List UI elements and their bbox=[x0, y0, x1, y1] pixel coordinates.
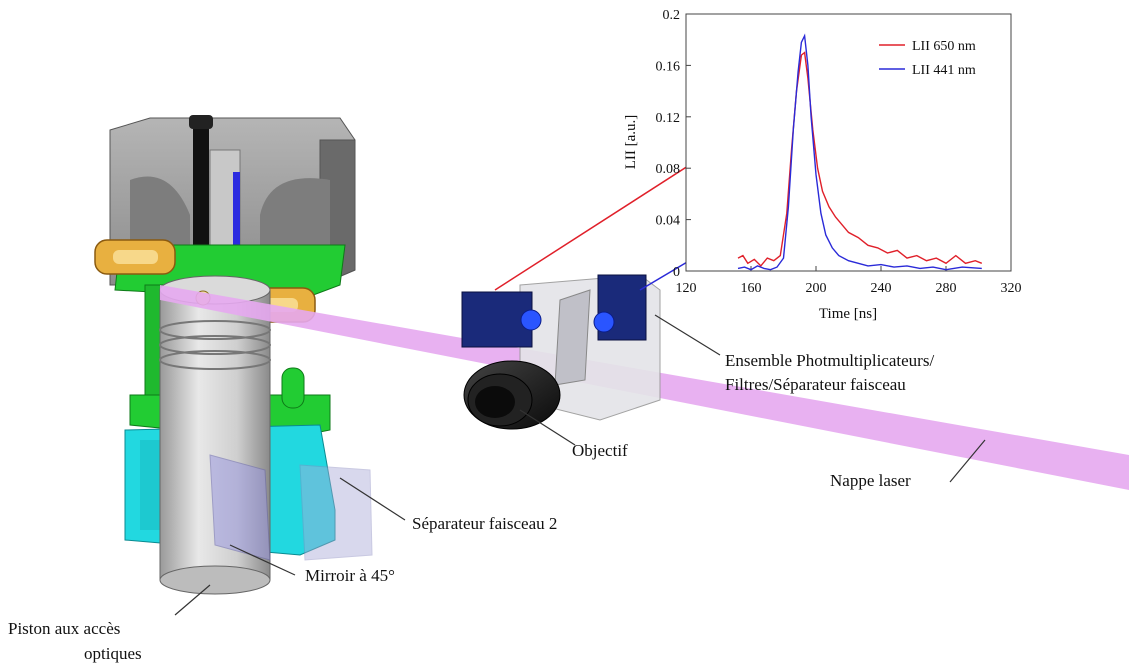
spark-plug bbox=[233, 172, 240, 257]
x-tick-label: 200 bbox=[806, 281, 827, 296]
x-tick-label: 160 bbox=[741, 281, 762, 296]
mirror-45 bbox=[209, 454, 271, 561]
x-tick-label: 120 bbox=[676, 281, 697, 296]
legend-label: LII 650 nm bbox=[912, 39, 976, 54]
chart-plot-area bbox=[685, 13, 1012, 272]
y-tick-label: 0.04 bbox=[656, 214, 681, 229]
series-line-441nm bbox=[737, 33, 982, 271]
clamp-left bbox=[94, 239, 176, 275]
label-miroir: Mirroir à 45° bbox=[305, 566, 395, 585]
objective-lens bbox=[463, 360, 561, 430]
label-piston-line1: Piston aux accès bbox=[8, 619, 121, 638]
legend-label: LII 441 nm bbox=[912, 63, 976, 78]
chart-x-label: Time [ns] bbox=[819, 306, 877, 322]
y-tick-label: 0 bbox=[673, 265, 680, 280]
y-tick-label: 0.2 bbox=[663, 8, 681, 23]
label-piston-line2: optiques bbox=[84, 644, 142, 663]
x-tick-label: 280 bbox=[936, 281, 957, 296]
label-separateur-2: Séparateur faisceau 2 bbox=[412, 514, 558, 533]
photomultiplier-left bbox=[461, 291, 533, 348]
engine-assembly bbox=[94, 115, 373, 595]
x-tick-label: 320 bbox=[1001, 281, 1022, 296]
label-objectif: Objectif bbox=[572, 441, 628, 460]
series-line-650nm bbox=[737, 51, 983, 267]
detector-assembly bbox=[461, 274, 661, 430]
beam-splitter-2 bbox=[299, 464, 373, 561]
chart-x-axis: 120 160 200 240 280 320 bbox=[676, 266, 1022, 296]
label-nappe-laser: Nappe laser bbox=[830, 471, 911, 490]
label-photomultiplier-line1: Ensemble Photmultiplicateurs/ bbox=[725, 351, 935, 370]
leader-lines bbox=[174, 314, 986, 616]
injector bbox=[193, 118, 209, 258]
y-tick-label: 0.16 bbox=[656, 59, 681, 74]
y-tick-label: 0.12 bbox=[656, 111, 681, 126]
x-tick-label: 240 bbox=[871, 281, 892, 296]
y-tick-label: 0.08 bbox=[656, 162, 681, 177]
chart-legend: LII 650 nm LII 441 nm bbox=[879, 39, 976, 78]
chart-y-label: LII [a.u.] bbox=[623, 115, 639, 170]
chart-series bbox=[737, 33, 983, 271]
label-photomultiplier-line2: Filtres/Séparateur faisceau bbox=[725, 375, 906, 394]
chart-y-axis: 0 0.04 0.08 0.12 0.16 0.2 bbox=[656, 8, 691, 280]
